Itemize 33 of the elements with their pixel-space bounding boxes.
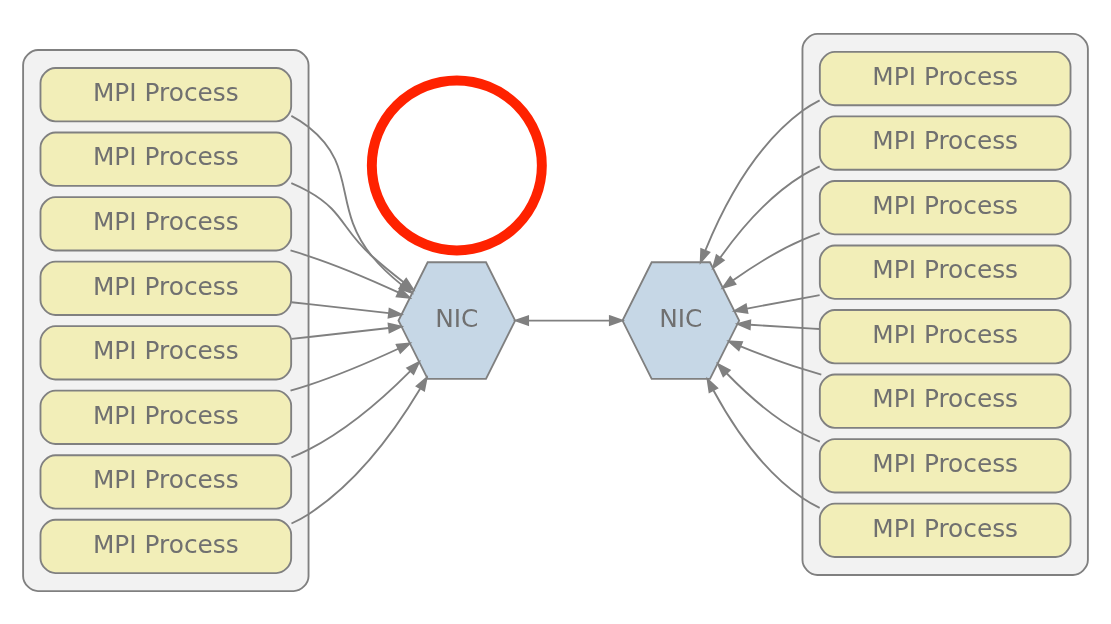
arrow [290, 322, 405, 340]
node-box: MPI Process [39, 389, 293, 445]
node-box: MPI Process [39, 518, 293, 574]
arrow [289, 341, 413, 392]
node-box: MPI Process [818, 179, 1072, 235]
node-box: MPI Process [818, 244, 1072, 300]
arrow [720, 231, 821, 289]
node-box: MPI Process [39, 66, 293, 122]
arrow [290, 300, 405, 319]
node-box: MPI Process [818, 373, 1072, 429]
node-box: MPI Process [39, 453, 293, 509]
node-box: MPI Process [818, 502, 1072, 558]
node-box: MPI Process [818, 308, 1072, 364]
cluster [22, 48, 310, 592]
node-box: MPI Process [39, 324, 293, 380]
node-box: MPI Process [818, 50, 1072, 106]
arrow [711, 164, 821, 270]
node-box: MPI Process [39, 131, 293, 187]
arrow [731, 293, 821, 314]
arrow [290, 359, 421, 458]
node-box: MPI Process [39, 260, 293, 316]
node-box: MPI Process [39, 195, 293, 251]
node-box: MPI Process [818, 437, 1072, 493]
node-box: MPI Process [818, 115, 1072, 171]
arrow [699, 98, 821, 265]
arrow [290, 374, 429, 524]
arrow [726, 339, 823, 375]
arrow [734, 318, 821, 330]
cluster [801, 32, 1089, 576]
arrow [512, 314, 626, 326]
node-circle [366, 74, 547, 255]
arrow [716, 361, 821, 442]
arrow [706, 376, 821, 509]
